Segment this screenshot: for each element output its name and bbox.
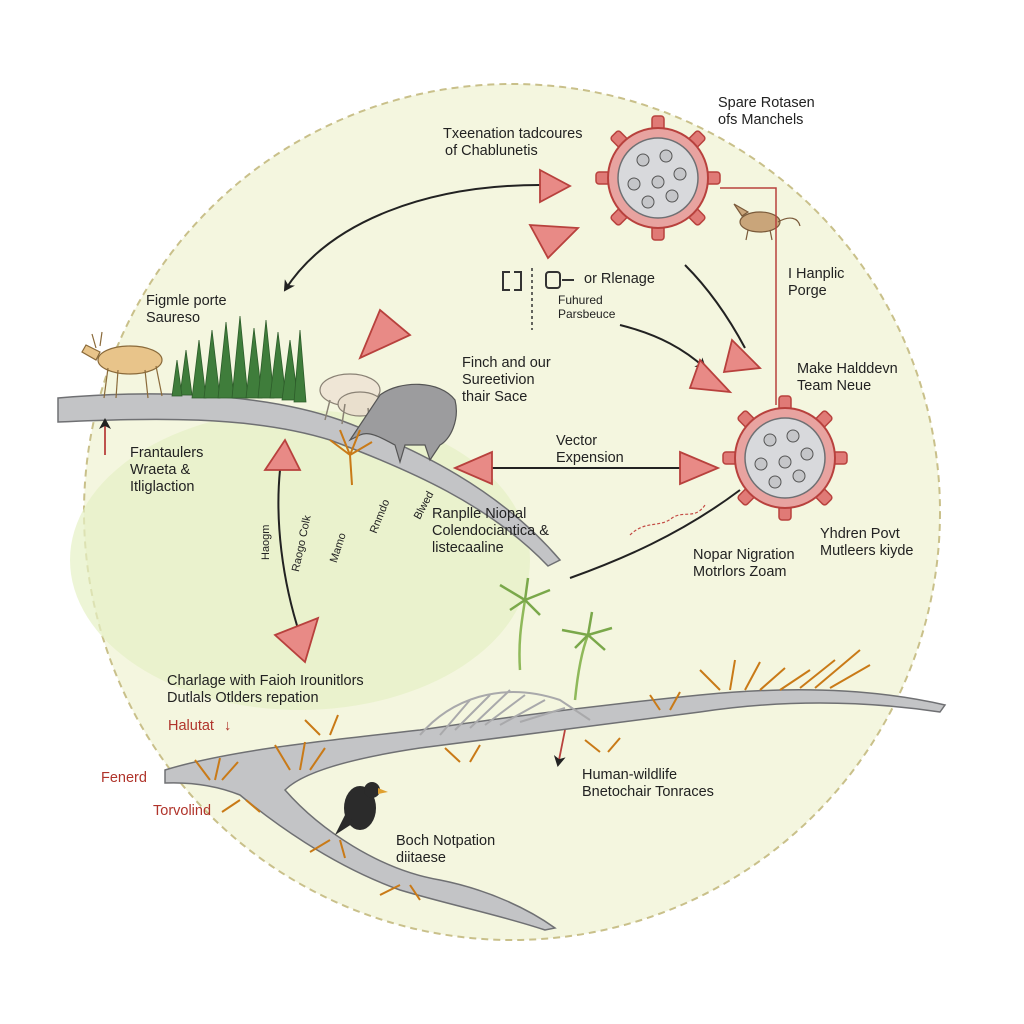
- label-line: Human-wildlife: [582, 767, 678, 783]
- label-ranple: Ranplle Niopal Colendociantica & listeca…: [432, 506, 549, 557]
- label-fernerd: Fenerd: [101, 770, 147, 786]
- deer-illustration: [81, 331, 163, 399]
- upper-ground: [57, 393, 562, 567]
- label-top-center: Txeenation tadcoures of Chablunetis: [443, 126, 582, 160]
- label-line: Ranplle Niopal: [432, 506, 527, 522]
- label-line: thair Sace: [462, 389, 528, 405]
- label-human: Human-wildlife Bnetochair Tonraces: [582, 767, 714, 801]
- label-mid-icon: or Rlenage: [584, 271, 655, 287]
- red-scribble: [629, 504, 706, 536]
- virus-top: [595, 115, 721, 241]
- label-line: Spare Rotasen: [718, 95, 815, 111]
- label-left-top: Figmle porte Saureso: [146, 293, 227, 327]
- label-line: Make Halddevn: [797, 361, 898, 377]
- label-line: ofs Manchels: [718, 112, 804, 128]
- label-halutat-text: Halutat: [168, 718, 214, 734]
- label-line: Mutleers kiyde: [820, 543, 914, 559]
- label-line: Txeenation tadcoures: [443, 126, 583, 142]
- label-vector: Vector Expension: [556, 433, 624, 467]
- label-line: Bnetochair Tonraces: [582, 784, 714, 800]
- label-line: Motrlors Zoam: [693, 564, 787, 580]
- label-line: diitaese: [396, 850, 446, 866]
- label-line: Frantaulers: [130, 445, 204, 461]
- label-line: Yhdren Povt: [820, 526, 900, 542]
- label-line: I Hanplic: [788, 266, 845, 282]
- label-line: Wraeta &: [130, 462, 191, 478]
- virus-bottom: [722, 395, 848, 521]
- label-line: Parsbeuce: [558, 307, 616, 321]
- spiky-plants: [194, 429, 871, 901]
- forest-trees: [171, 315, 307, 403]
- grass-patch: [70, 410, 530, 710]
- label-line: Team Neue: [797, 378, 872, 394]
- red-connector: [720, 187, 777, 405]
- livestock-illustration: [319, 373, 457, 465]
- label-center-block: Finch and our Sureetivion thair Sace: [462, 355, 551, 406]
- label-rotated-1: Haogm: [260, 524, 272, 560]
- label-line: Dutlals Otlders repation: [167, 690, 319, 706]
- fallen-branches: [419, 689, 591, 736]
- label-line: Itliglaction: [130, 479, 195, 495]
- label-mid-small: Fuhured Parsbeuce: [558, 293, 615, 321]
- label-yhdren: Yhdren Povt Mutleers kiyde: [820, 526, 913, 560]
- red-down-arrow: [553, 729, 566, 767]
- label-right-mid: I Hanplic Porge: [788, 266, 844, 300]
- label-line: listecaaline: [432, 540, 504, 556]
- label-halutat: Halutat ↓: [168, 718, 231, 735]
- label-line: Expension: [556, 450, 624, 466]
- label-line: of Chablunetis: [445, 143, 538, 159]
- label-right-make: Make Halddevn Team Neue: [797, 361, 898, 395]
- label-charlage: Charlage with Faioh Irounitlors Dutlals …: [167, 673, 364, 707]
- label-top-right: Spare Rotasen ofs Manchels: [718, 95, 815, 129]
- label-left-mid: Frantaulers Wraeta & Itliglaction: [130, 445, 203, 496]
- bird-illustration: [335, 782, 388, 835]
- label-boch: Boch Notpation diitaese: [396, 833, 495, 867]
- mid-icon: [502, 268, 574, 330]
- down-arrow-icon: ↓: [223, 718, 232, 734]
- pink-arrowheads: [263, 168, 762, 664]
- label-line: Saureso: [146, 310, 201, 326]
- flow-arrows: [277, 184, 746, 636]
- label-nopar: Nopar Nigration Motrlors Zoam: [693, 547, 795, 581]
- label-line: Porge: [788, 283, 827, 299]
- label-line: Nopar Nigration: [693, 547, 795, 563]
- label-line: Finch and our: [462, 355, 551, 371]
- label-line: Sureetivion: [462, 372, 535, 388]
- label-line: Charlage with Faioh Irounitlors: [167, 673, 364, 689]
- fox-illustration: [733, 203, 801, 241]
- label-line: Boch Notpation: [396, 833, 496, 849]
- label-line: Vector: [556, 433, 598, 449]
- palm-trees: [499, 577, 613, 701]
- label-line: Figmle porte: [146, 293, 227, 309]
- label-line: Fuhured: [558, 293, 603, 307]
- label-line: Colendociantica &: [432, 523, 549, 539]
- label-torvolind: Torvolind: [153, 803, 212, 819]
